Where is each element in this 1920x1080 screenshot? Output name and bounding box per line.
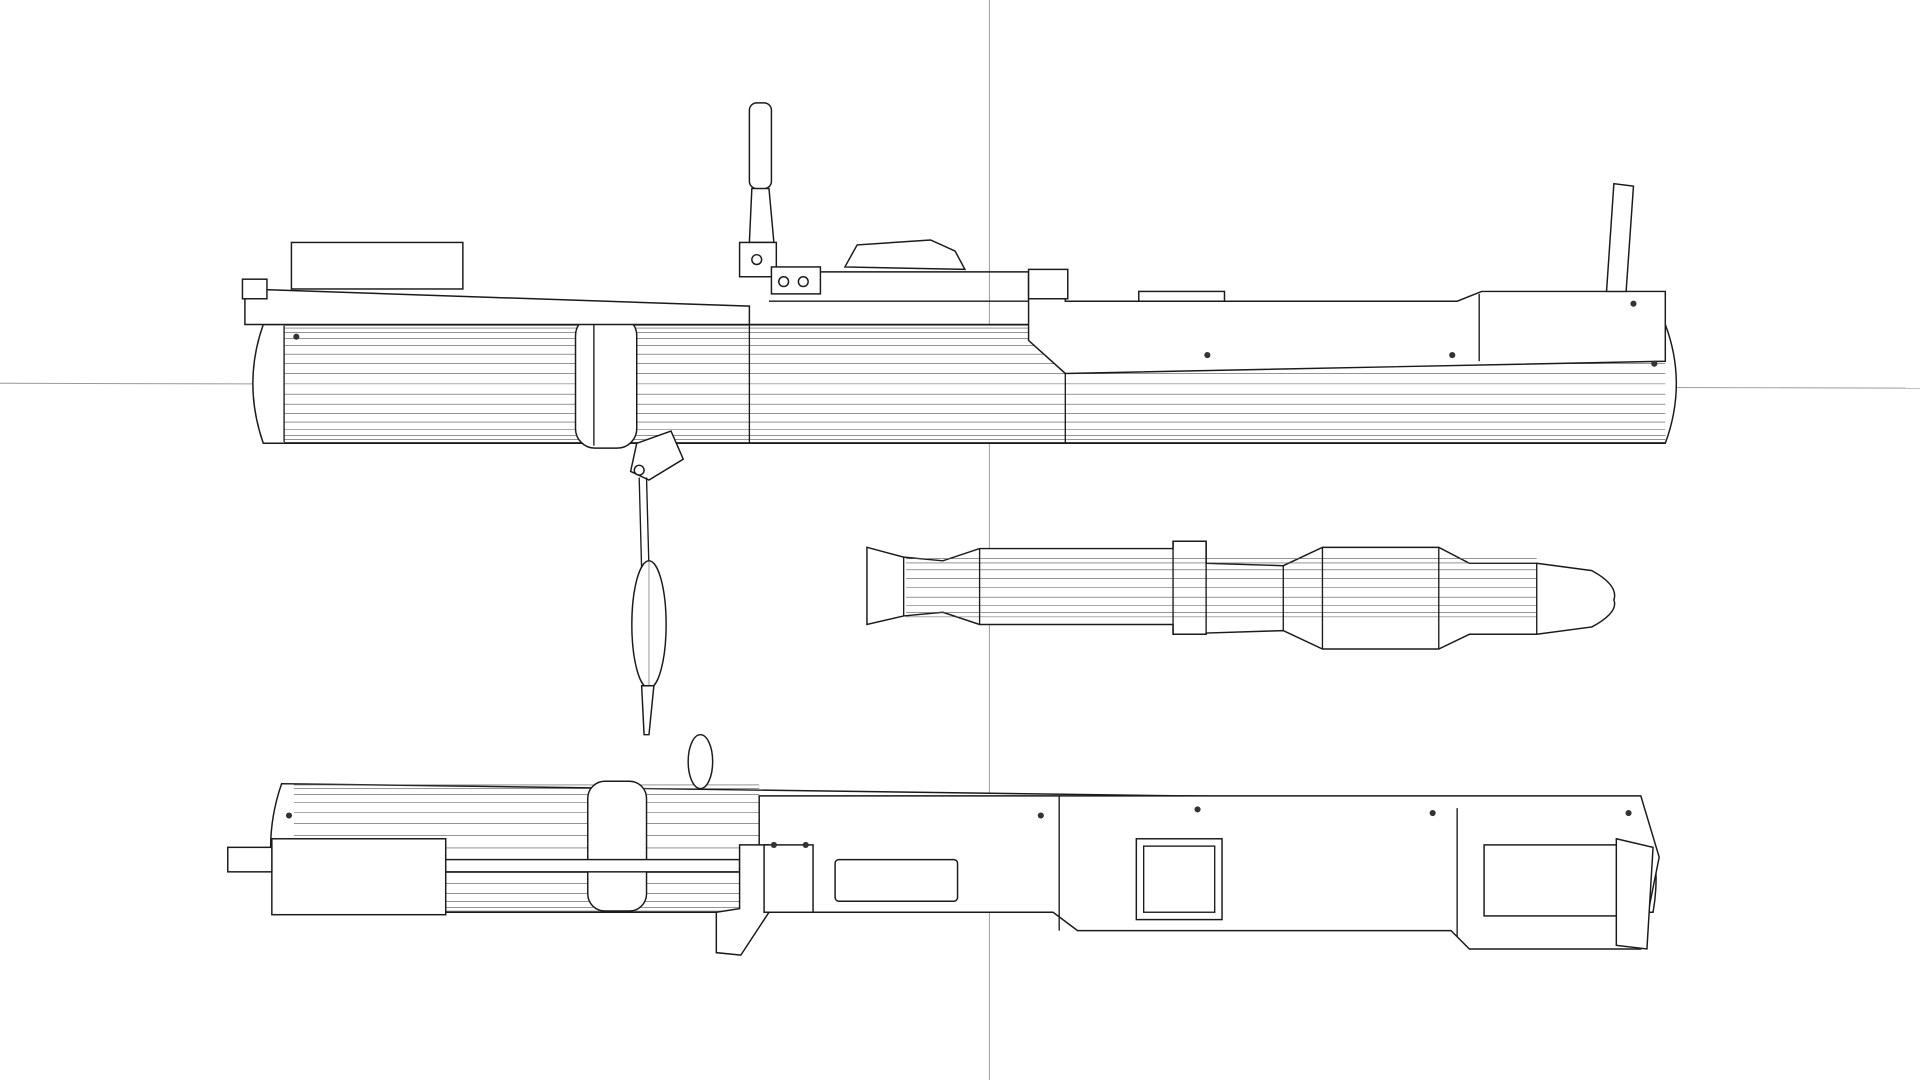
trigger-handle — [748, 102, 773, 190]
sight-box-top — [271, 838, 447, 916]
rear-ring-top — [587, 780, 648, 912]
launcher-side-view — [241, 102, 1678, 736]
front-sight — [1605, 182, 1635, 293]
rear-sight — [843, 239, 967, 271]
cover-disc-top — [687, 733, 714, 790]
rocket-projectile — [866, 540, 1616, 650]
rear-ring — [574, 315, 638, 449]
sight-box — [290, 241, 464, 290]
housing-window — [1135, 838, 1223, 921]
launcher-top-view — [227, 733, 1660, 956]
